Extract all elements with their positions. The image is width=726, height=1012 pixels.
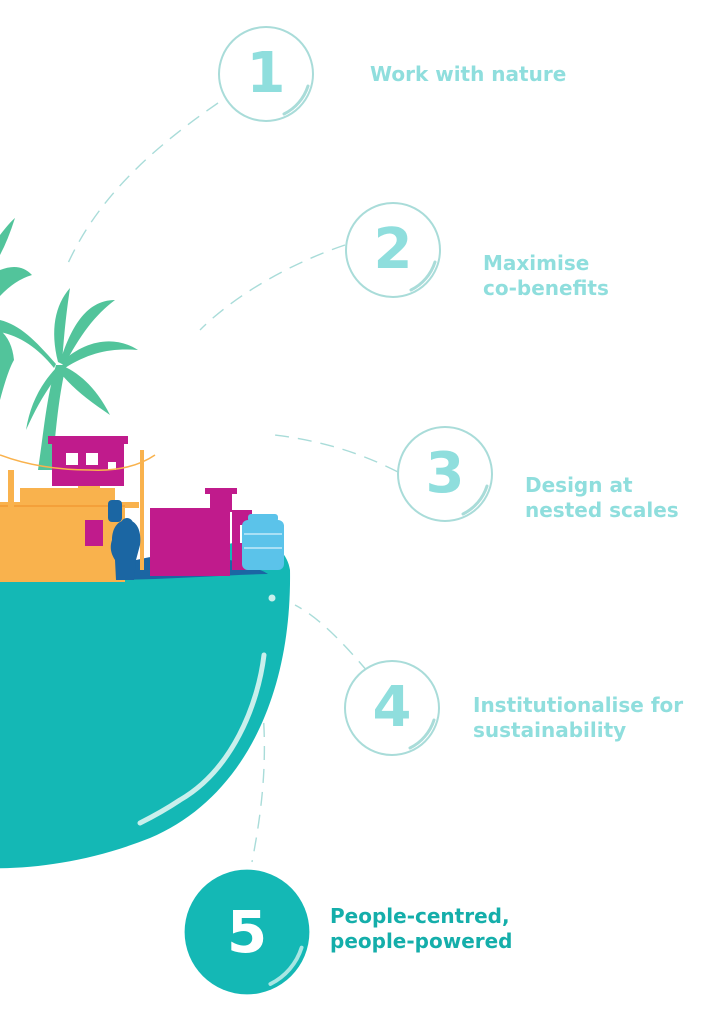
step-2-label: Maximise co-benefits: [483, 251, 609, 301]
step-2-label-line-1: Maximise: [483, 251, 590, 275]
step-1-circle: [218, 26, 314, 122]
island-shine-dot: [268, 594, 276, 602]
step-5: 5: [182, 867, 312, 997]
person-silhouette: [108, 500, 141, 580]
step-3-label: Design at nested scales: [525, 473, 679, 523]
step-5-label-line-1: People-centred,: [330, 904, 510, 928]
step-3-number: 3: [425, 441, 465, 506]
step-3-circle: [397, 426, 493, 522]
palm-left-leaves: [0, 218, 32, 400]
step-4-label-line-1: Institutionalise for: [473, 693, 684, 717]
connector-3: [274, 434, 399, 473]
clothes-line: [0, 454, 156, 471]
step-2-circle: [345, 202, 441, 298]
step-4-number: 4: [372, 675, 412, 740]
step-2-number: 2: [373, 217, 413, 282]
palm-tree: [0, 288, 138, 470]
step-1-label: Work with nature: [370, 62, 566, 87]
magenta-right-house: [140, 450, 252, 576]
step-1-label-line-1: Work with nature: [370, 62, 567, 86]
connector-4: [294, 604, 369, 673]
magenta-tower-house: [48, 436, 128, 486]
island-body: [0, 532, 291, 869]
step-5-label: People-centred, people-powered: [330, 904, 513, 954]
step-4-label-line-2: sustainability: [473, 718, 627, 742]
step-4-label: Institutionalise for sustainability: [473, 693, 683, 743]
step-5-label-line-2: people-powered: [330, 929, 513, 953]
island-highlight: [137, 652, 267, 826]
step-3-label-line-2: nested scales: [525, 498, 679, 522]
step-5-number: 5: [226, 898, 268, 966]
step-4: 4: [342, 658, 442, 758]
connector-1: [64, 102, 219, 271]
step-2-label-line-2: co-benefits: [483, 276, 609, 300]
step-3-label-line-1: Design at: [525, 473, 633, 497]
connector-5: [251, 699, 266, 863]
dashed-connectors: [64, 102, 399, 863]
step-1-number: 1: [246, 41, 286, 106]
orange-house: [0, 470, 139, 582]
step-5-circle: [184, 869, 310, 995]
step-2: 2: [343, 200, 443, 300]
step-4-circle: [344, 660, 440, 756]
connector-2: [199, 244, 346, 331]
step-3: 3: [395, 424, 495, 524]
water-tank: [242, 514, 284, 570]
step-1: 1: [216, 24, 316, 124]
